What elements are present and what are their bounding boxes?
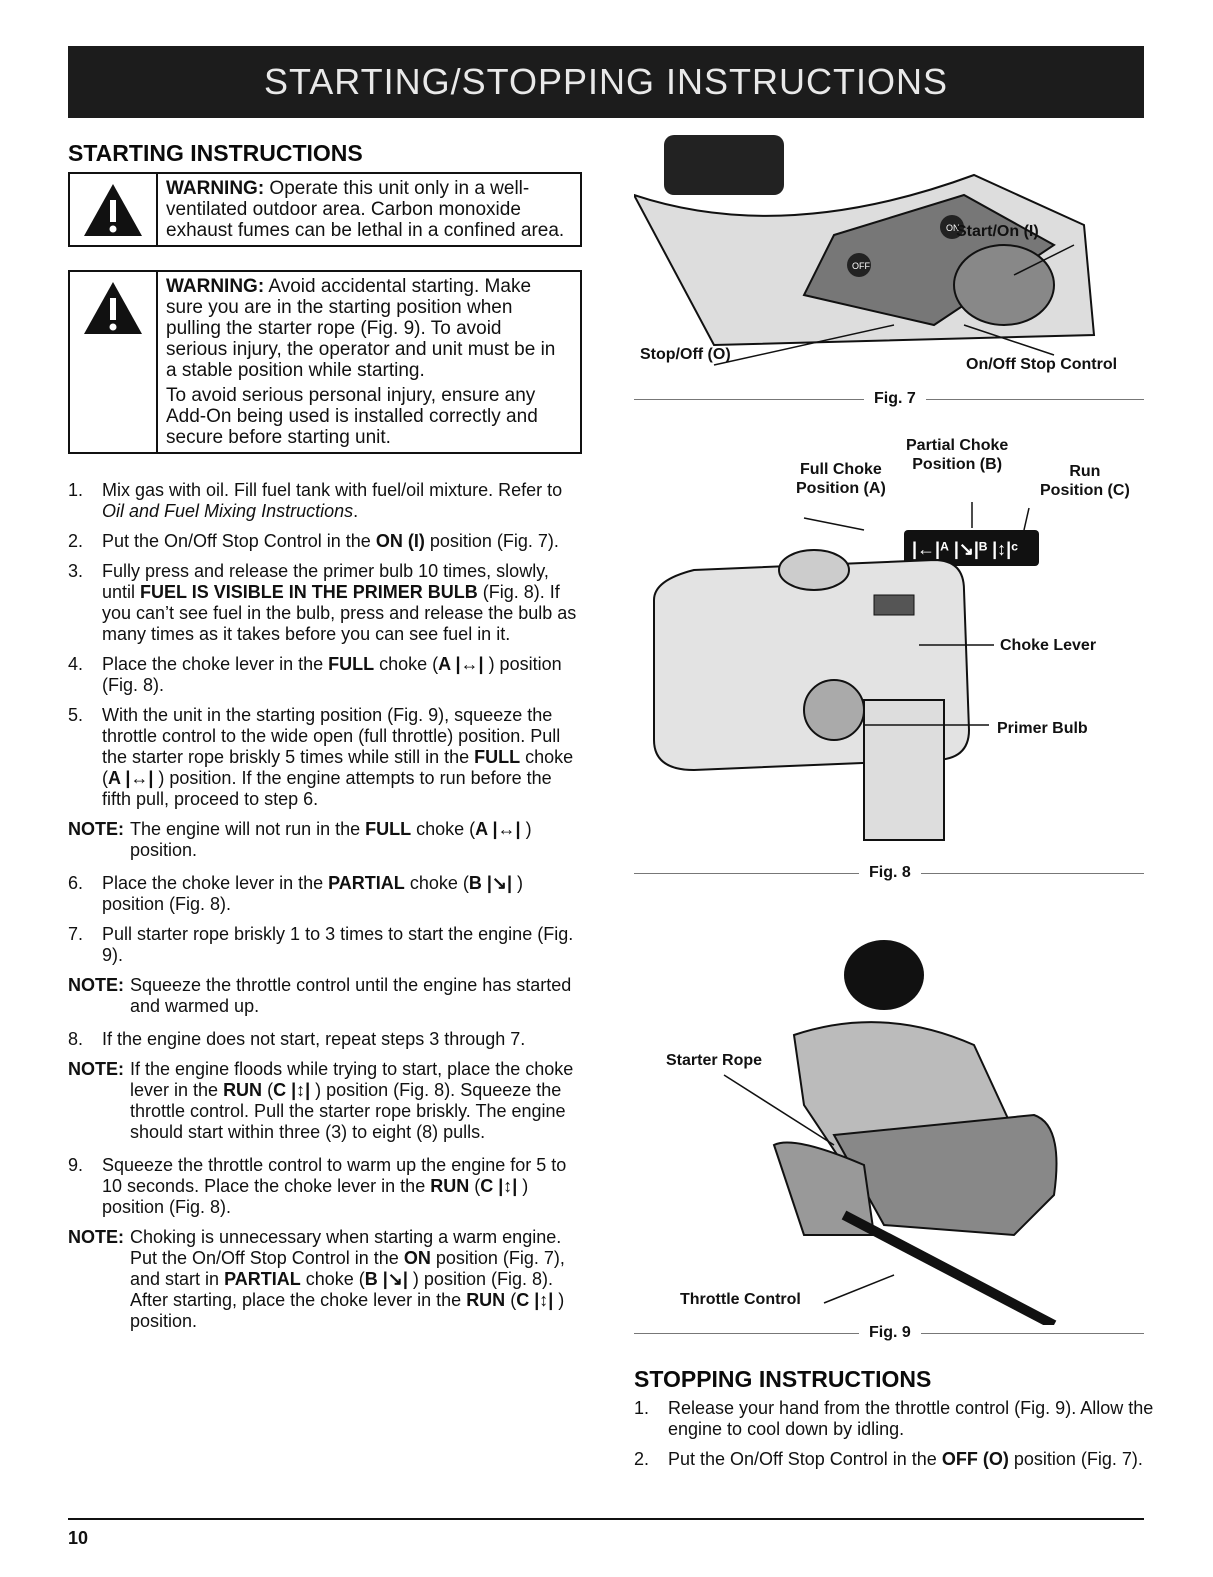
warning-box-1: WARNING: Operate this unit only in a wel… [68, 172, 582, 247]
warning-2-label: WARNING: [166, 276, 265, 297]
starting-title: STARTING INSTRUCTIONS [68, 140, 363, 166]
starting-note: NOTE: The engine will not run in the FULL… [68, 819, 578, 861]
fig9-starter-rope-label: Starter Rope [666, 1052, 763, 1069]
fig8-caption: Fig. 8 [634, 864, 1144, 882]
fig9-caption: Fig. 9 [634, 1324, 1144, 1342]
step-number: 1. [68, 480, 84, 500]
starting-step: 7. Pull starter rope briskly 1 to 3 times… [68, 924, 578, 966]
warning-box-2: WARNING: Avoid accidental starting. Make… [68, 270, 582, 454]
step-text: Pull starter rope briskly 1 to 3 times t… [102, 924, 574, 965]
step-number: 3. [68, 561, 84, 581]
starting-note: NOTE: If the engine floods while trying t… [68, 1059, 578, 1143]
step-text: Fully press and release the primer bulb … [102, 561, 577, 644]
warning-2-text: Avoid accidental starting. Make sure you… [166, 276, 556, 381]
page-banner: STARTING/STOPPING INSTRUCTIONS [68, 46, 1144, 118]
step-number: 4. [68, 654, 84, 674]
starting-step: 1. Mix gas with oil. Fill fuel tank with … [68, 480, 578, 522]
step-text: Place the choke lever in the FULL choke … [102, 654, 562, 695]
starting-note: NOTE: Choking is unnecessary when startin… [68, 1227, 578, 1332]
step-number: 1. [634, 1398, 650, 1418]
fig7-control-label: On/Off Stop Control [966, 356, 1118, 373]
step-number: 6. [68, 873, 84, 893]
step-number: 8. [68, 1029, 84, 1049]
fig7-stop-off-label: Stop/Off (O) [640, 346, 731, 363]
step-text: Mix gas with oil. Fill fuel tank with fu… [102, 480, 563, 521]
fig8-illustration: |←|ᴬ |↘|ᴮ |↕|ᶜ [653, 502, 1039, 841]
fig7-illustration: OFF ON [634, 135, 1144, 390]
warning-triangle-icon [70, 272, 158, 452]
note-label: NOTE: [68, 1227, 124, 1247]
starting-steps-list: 1. Mix gas with oil. Fill fuel tank with … [68, 480, 578, 1344]
fig9-throttle-label: Throttle Control [680, 1291, 801, 1308]
note-text: If the engine floods while trying to sta… [130, 1059, 574, 1142]
step-text: Put the On/Off Stop Control in the OFF (… [668, 1449, 1143, 1469]
warning-1-label: WARNING: [166, 178, 265, 199]
step-number: 2. [68, 531, 84, 551]
step-text: With the unit in the starting position (… [102, 705, 574, 809]
starting-step: 3. Fully press and release the primer bul… [68, 561, 578, 645]
svg-text:|←|ᴬ |↘|ᴮ |↕|ᶜ: |←|ᴬ |↘|ᴮ |↕|ᶜ [912, 539, 1018, 559]
note-text: The engine will not run in the FULL chok… [130, 819, 532, 860]
fig9-illustration [723, 940, 1058, 1325]
note-label: NOTE: [68, 819, 124, 839]
stopping-title: STOPPING INSTRUCTIONS [634, 1366, 932, 1392]
note-label: NOTE: [68, 975, 124, 995]
fig7-off-text: OFF [852, 261, 870, 271]
warning-2-text-2: To avoid serious personal injury, ensure… [166, 385, 538, 448]
step-number: 5. [68, 705, 84, 725]
warning-triangle-icon [70, 174, 158, 245]
note-text: Squeeze the throttle control until the e… [130, 975, 572, 1016]
stopping-step: 2. Put the On/Off Stop Control in the OFF… [634, 1449, 1154, 1470]
warning-1-text: Operate this unit only in a well-ventila… [166, 178, 565, 241]
step-text: Release your hand from the throttle cont… [668, 1398, 1154, 1439]
step-number: 2. [634, 1449, 650, 1469]
starting-step: 8. If the engine does not start, repeat s… [68, 1029, 578, 1050]
stopping-step: 1. Release your hand from the throttle co… [634, 1398, 1154, 1440]
stopping-steps-list: 1. Release your hand from the throttle co… [634, 1398, 1154, 1479]
fig8-primer-bulb-label: Primer Bulb [997, 720, 1088, 737]
note-text: Choking is unnecessary when starting a w… [130, 1227, 565, 1331]
fig8-choke-lever-label: Choke Lever [1000, 637, 1097, 654]
starting-step: 2. Put the On/Off Stop Control in the ON … [68, 531, 578, 552]
step-text: If the engine does not start, repeat ste… [102, 1029, 526, 1049]
note-label: NOTE: [68, 1059, 124, 1079]
starting-step: 6. Place the choke lever in the PARTIAL c… [68, 873, 578, 915]
fig7-on-text: ON [946, 223, 960, 233]
step-text: Squeeze the throttle control to warm up … [102, 1155, 567, 1217]
footer-rule [68, 1518, 1144, 1520]
fig7-caption: Fig. 7 [634, 390, 1144, 408]
banner-title: STARTING/STOPPING INSTRUCTIONS [263, 61, 949, 102]
page-number: 10 [68, 1528, 89, 1548]
step-text: Place the choke lever in the PARTIAL cho… [102, 873, 523, 914]
starting-step: 9. Squeeze the throttle control to warm u… [68, 1155, 578, 1218]
step-number: 9. [68, 1155, 84, 1175]
step-number: 7. [68, 924, 84, 944]
starting-note: NOTE: Squeeze the throttle control until … [68, 975, 578, 1017]
fig7-start-on-label: Start/On (I) [956, 223, 1039, 240]
starting-step: 4. Place the choke lever in the FULL chok… [68, 654, 578, 696]
step-text: Put the On/Off Stop Control in the ON (I… [102, 531, 559, 551]
starting-step: 5. With the unit in the starting position… [68, 705, 578, 810]
